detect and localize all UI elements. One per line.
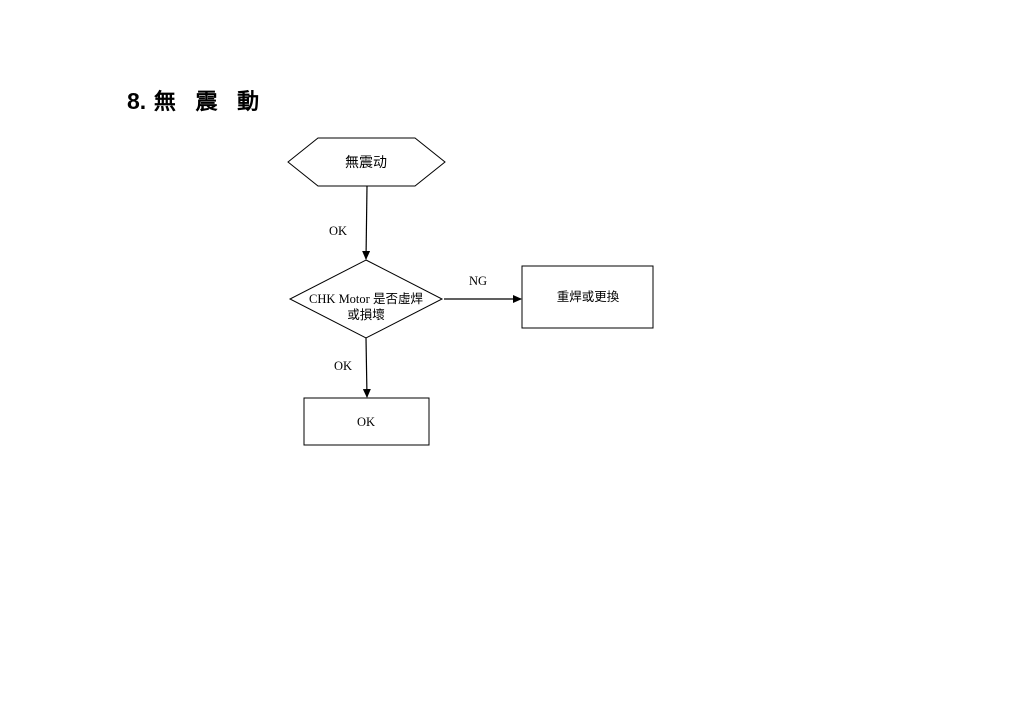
- start-node: 無震动: [287, 137, 446, 187]
- ng-action-label: 重焊或更換: [557, 289, 620, 304]
- section-number: 8.: [127, 88, 147, 114]
- ng-action-node: 重焊或更換: [521, 265, 654, 329]
- end-node: OK: [303, 397, 430, 446]
- start-hexagon-shape: [287, 137, 446, 187]
- end-node-label: OK: [357, 415, 375, 429]
- section-heading: 8. 無 震 動: [127, 84, 265, 116]
- connector-line-start-decision: [362, 185, 371, 260]
- decision-node: CHK Motor 是否虛焊 或損壞: [288, 259, 444, 339]
- start-node-label: 無震动: [345, 155, 387, 171]
- decision-label-line-1: CHK Motor 是否虛焊: [309, 291, 423, 306]
- connector-line-decision-end: [362, 337, 371, 398]
- end-box: [303, 397, 430, 446]
- edge-decision-to-ng: NG: [444, 274, 522, 303]
- edge-decision-to-end: OK: [334, 337, 371, 398]
- ng-action-box: [521, 265, 654, 329]
- edge-label-ok-1: OK: [329, 224, 347, 238]
- edge-label-ng: NG: [469, 274, 487, 288]
- edge-label-ok-2: OK: [334, 359, 352, 373]
- edge-start-to-decision: OK: [329, 185, 371, 260]
- decision-label-line-2: 或損壞: [347, 307, 385, 322]
- section-title: 無 震 動: [153, 90, 266, 115]
